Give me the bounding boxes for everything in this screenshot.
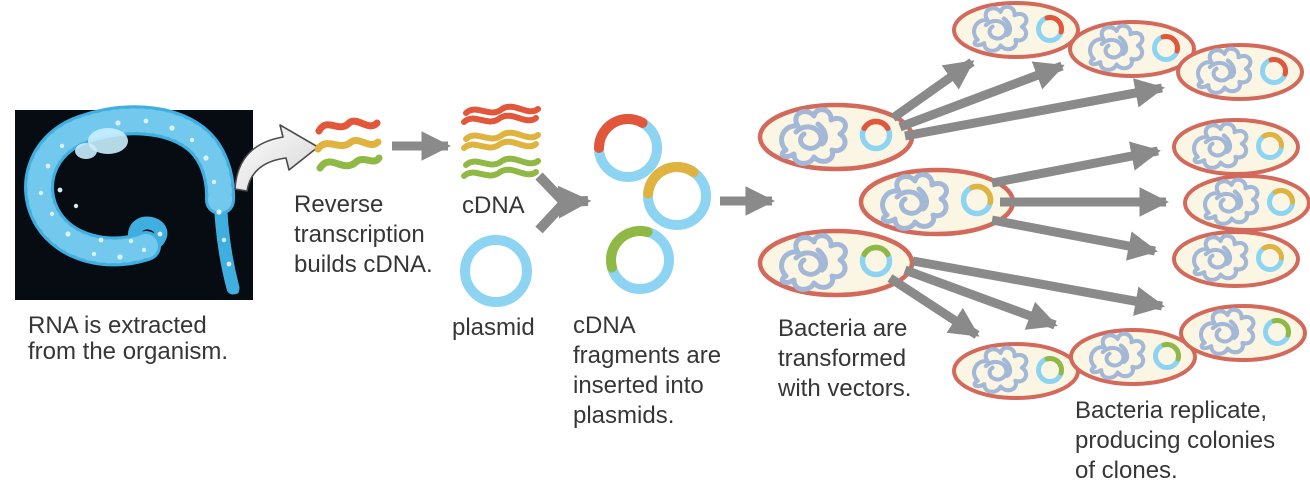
reverse-transcription-caption: Reverse transcription builds cDNA. [294,190,433,280]
colony-cell [954,3,1078,57]
worm-speckles [38,118,232,267]
caption-line: of clones. [1075,457,1178,484]
transformed-bacteria [760,105,1013,295]
colony-cell [954,344,1078,398]
colony-cell [1178,45,1302,99]
caption-line: producing colonies [1075,427,1276,454]
transformed-bacterium-yellow [861,170,1013,234]
caption-line: transformed [778,345,907,372]
caption-line: plasmids. [573,402,675,429]
recombinant-plasmid-green [602,222,674,294]
transformed-bacterium-green [760,231,912,295]
colony-cell [1174,232,1298,286]
caption-line: from the organism. [28,338,229,365]
colony-cell [1071,330,1195,384]
plasmid-label: plasmid [452,314,535,341]
caption-line: transcription [294,221,425,248]
caption-line: Bacteria are [778,315,908,342]
extraction-curved-arrow [234,124,319,192]
caption-line: cDNA [573,312,636,339]
caption-line: fragments are [573,342,722,369]
rna-strands [314,117,383,172]
plasmid-ring [460,235,532,307]
colony-cell [1070,22,1194,76]
fragments-caption: cDNA fragments are inserted into plasmid… [573,311,721,431]
transformation-caption: Bacteria are transformed with vectors. [778,314,911,404]
recombinant-plasmids [592,110,711,294]
replication-caption: Bacteria replicate, producing colonies o… [1075,396,1275,486]
caption-line: Reverse [294,191,384,218]
transformed-bacterium-red [760,105,912,169]
caption-line: inserted into [573,372,704,399]
colony-cell [1174,120,1298,174]
cdna-strands [461,103,541,179]
merge-arrow [535,172,592,234]
caption-line: builds cDNA. [294,251,433,278]
colony-cell [1185,176,1309,230]
cdna-label: cDNA [462,192,525,219]
colony-cluster-yellow [1174,120,1309,286]
colony-cell [1181,306,1305,360]
recombinant-plasmid-red [592,110,662,182]
caption-line: RNA is extracted [28,312,207,339]
replication-arrows [887,58,1169,339]
rna-extraction-caption: RNA is extracted from the organism. [28,313,228,365]
caption-line: Bacteria replicate, [1075,397,1268,424]
organism-micrograph [15,105,253,300]
worm-illustration [24,105,240,295]
colony-cluster-green [954,306,1305,398]
recombinant-plasmid-yellow [642,159,711,230]
caption-line: with vectors. [778,375,912,402]
